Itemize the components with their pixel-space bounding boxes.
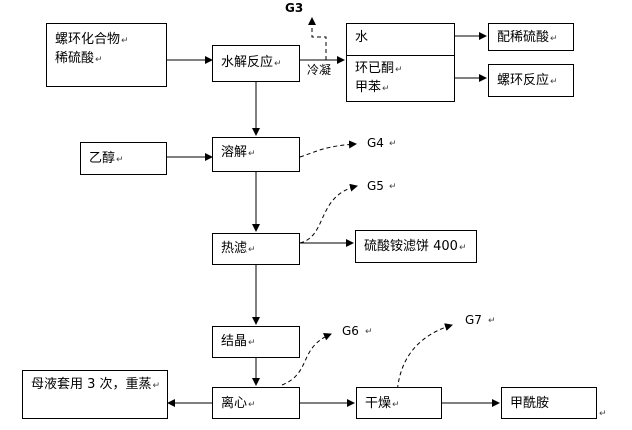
g4-return-mark: ↵ — [389, 139, 397, 149]
label-g7: G7 — [465, 313, 482, 327]
dashed-arrow-g3 — [308, 17, 327, 60]
output-mother-liquor-label: 母液套用 3 次，重蒸 — [31, 377, 152, 392]
g7-return-mark: ↵ — [488, 316, 496, 326]
step-hot-filter-label: 热滤 — [221, 241, 248, 256]
separator-divider — [347, 55, 454, 56]
return-mark: ↵ — [248, 149, 256, 159]
label-g3: G3 — [285, 1, 304, 15]
output-product-label: 甲酰胺 — [510, 396, 550, 411]
organic-cyclohexanone-label: 环已酮 — [355, 61, 395, 76]
dashed-arrow-g7 — [396, 323, 453, 397]
return-mark: ↵ — [382, 84, 390, 94]
raw-material-spiro-compound: 螺环化合物 — [55, 32, 121, 47]
return-mark: ↵ — [152, 381, 161, 391]
g5-return-mark: ↵ — [389, 182, 397, 192]
ethanol-box: 乙醇↵ — [80, 142, 167, 175]
return-mark: ↵ — [395, 65, 403, 75]
return-mark: ↵ — [550, 34, 558, 44]
separator-organics-cell: 环已酮↵ 甲苯↵ — [355, 60, 403, 98]
label-g5: G5 — [367, 179, 384, 193]
return-mark: ↵ — [116, 155, 124, 165]
step-dry-label: 干燥 — [365, 396, 392, 411]
step-centrifuge-label: 离心 — [221, 396, 248, 411]
return-mark: ↵ — [274, 59, 282, 69]
step-hot-filter: 热滤↵ — [212, 233, 300, 265]
return-mark: ↵ — [248, 338, 256, 348]
output-spiro-reaction: 螺环反应↵ — [488, 64, 574, 97]
output-spiro-reaction-label: 螺环反应 — [497, 73, 550, 88]
label-g4: G4 — [367, 136, 384, 150]
water-label: 水 — [355, 30, 369, 45]
step-crystallize-label: 结晶 — [221, 334, 248, 349]
return-mark: ↵ — [248, 400, 256, 410]
step-dry: 干燥↵ — [356, 387, 442, 419]
step-dissolve-label: 溶解 — [221, 145, 248, 160]
output-dilute-acid: 配稀硫酸↵ — [488, 23, 574, 51]
return-mark: ↵ — [392, 400, 400, 410]
output-filter-cake-label: 硫酸铵滤饼 400 — [364, 239, 458, 254]
output-dilute-acid-label: 配稀硫酸 — [497, 30, 550, 45]
dashed-arrow-g5 — [299, 183, 358, 244]
step-crystallize: 结晶↵ — [212, 326, 300, 358]
raw-materials-box: 螺环化合物↵ 稀硫酸↵ — [46, 23, 167, 87]
step-dissolve: 溶解↵ — [212, 137, 300, 172]
step-hydrolysis-label: 水解反应 — [221, 55, 274, 70]
label-condense: 冷凝 — [307, 63, 332, 77]
output-mother-liquor: 母液套用 3 次，重蒸↵ — [22, 370, 168, 419]
return-mark: ↵ — [121, 36, 129, 46]
dashed-arrow-g6 — [281, 333, 332, 386]
return-mark: ↵ — [95, 55, 103, 65]
product-return-mark: ↵ — [599, 409, 607, 419]
g6-return-mark: ↵ — [365, 327, 373, 337]
ethanol-label: 乙醇 — [89, 151, 116, 166]
step-centrifuge: 离心↵ — [212, 387, 300, 419]
separator-water-cell: 水 — [355, 29, 368, 46]
return-mark: ↵ — [550, 77, 558, 87]
step-hydrolysis: 水解反应↵ — [212, 45, 300, 82]
return-mark: ↵ — [458, 243, 467, 253]
output-product: 甲酰胺 — [501, 387, 597, 419]
label-g6: G6 — [342, 324, 359, 338]
raw-material-dilute-sulfuric-acid: 稀硫酸 — [55, 51, 95, 66]
dashed-arrow-g4 — [299, 140, 357, 158]
separator-box: 水 环已酮↵ 甲苯↵ — [346, 23, 455, 102]
return-mark: ↵ — [248, 245, 256, 255]
output-filter-cake: 硫酸铵滤饼 400↵ — [355, 230, 477, 263]
organic-toluene-label: 甲苯 — [355, 80, 382, 95]
